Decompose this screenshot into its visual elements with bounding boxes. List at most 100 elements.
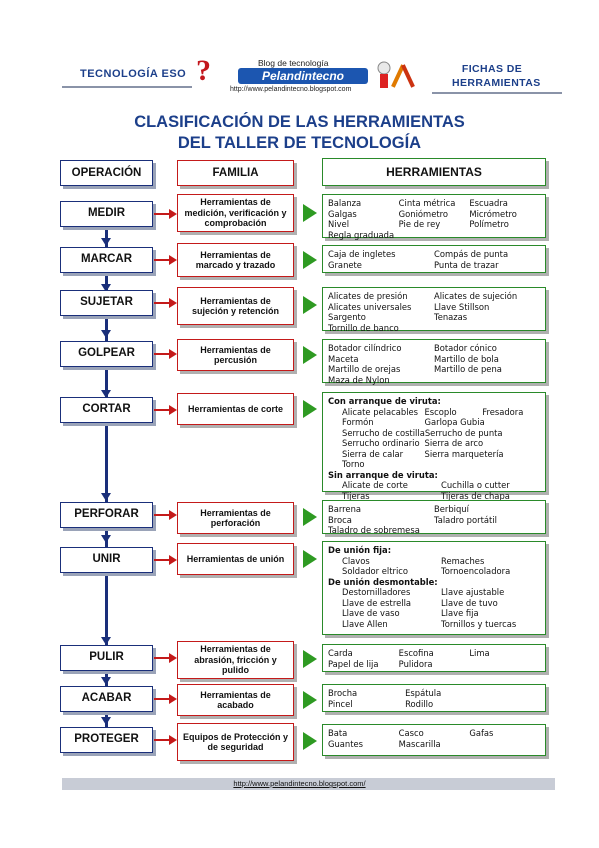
tool: Papel de lija <box>328 658 379 669</box>
tool: Fresadora <box>482 406 524 417</box>
connector <box>154 739 170 741</box>
tool: Maceta <box>328 353 359 364</box>
operation-marcar: MARCAR <box>60 247 153 273</box>
tool: Taladro de sobremesa <box>328 525 420 535</box>
logo-blog-label: Blog de tecnología <box>258 58 329 68</box>
tool: Carda <box>328 648 353 658</box>
tool: Escoplo <box>424 406 457 417</box>
family-golpear: Herramientas de percusión <box>177 339 294 371</box>
tool: Botador cilíndrico <box>328 343 402 353</box>
tool: Tornillo de banco <box>328 322 399 333</box>
red-arrow-icon <box>169 255 177 265</box>
tools-subheading: Sin arranque de viruta: <box>328 469 438 480</box>
tool: Lima <box>469 648 490 658</box>
tool: Cuchilla o cutter <box>441 480 510 490</box>
operation-acabar: ACABAR <box>60 686 153 712</box>
tool: Sierra de calar <box>342 448 404 459</box>
operation-cortar: CORTAR <box>60 397 153 423</box>
column-header-herramientas: HERRAMIENTAS <box>322 158 546 186</box>
tool: Llave Allen <box>342 618 388 629</box>
tools-cortar: Con arranque de viruta: Alicate pelacabl… <box>322 392 546 501</box>
tool: Micrómetro <box>469 208 517 219</box>
tool <box>469 739 540 750</box>
green-arrow-icon <box>303 550 317 568</box>
red-arrow-icon <box>169 405 177 415</box>
tool: Alicate pelacables <box>342 406 419 417</box>
tool: Serrucho de costilla <box>342 427 425 438</box>
tool: Llave fija <box>441 608 479 618</box>
header-sheet-title: FICHAS DE HERRAMIENTAS <box>452 62 540 90</box>
green-arrow-icon <box>303 732 317 750</box>
header-sheet-line1: FICHAS DE <box>461 63 523 75</box>
red-arrow-icon <box>169 298 177 308</box>
family-pulir: Herramientas de abrasión, fricción y pul… <box>177 641 294 679</box>
tool: Soldador eltrico <box>342 566 409 576</box>
tool: Garlopa Gubia <box>424 417 485 427</box>
tools-subheading: De unión desmontable: <box>328 576 438 587</box>
tool: Casco <box>398 728 424 738</box>
red-arrow-icon <box>169 510 177 520</box>
family-medir: Herramientas de medición, verificación y… <box>177 194 294 232</box>
green-arrow-icon <box>303 400 317 418</box>
green-arrow-icon <box>303 251 317 269</box>
operation-pulir: PULIR <box>60 645 153 671</box>
tool: Balanza <box>328 198 362 208</box>
tool: Tijeras <box>342 490 370 501</box>
tool: Regla graduada <box>328 229 395 240</box>
connector <box>154 559 170 561</box>
logo-url[interactable]: http://www.pelandintecno.blogspot.com <box>230 86 352 93</box>
tool: Alicates universales <box>328 301 412 312</box>
tool: Taladro portátil <box>434 514 497 525</box>
tool: Maza de Nylon <box>328 374 390 385</box>
tool: Goniómetro <box>398 208 449 219</box>
tool: Guantes <box>328 738 364 749</box>
flow-arrow-down-icon <box>101 717 111 725</box>
connector <box>154 514 170 516</box>
column-header-familia: FAMILIA <box>177 160 294 186</box>
tool: Tornillos y tuercas <box>441 618 517 629</box>
connector <box>154 213 170 215</box>
page-title-line2: DEL TALLER DE TECNOLOGÍA <box>177 134 422 152</box>
green-arrow-icon <box>303 346 317 364</box>
red-arrow-icon <box>169 349 177 359</box>
family-perforar: Herramientas de perforación <box>177 502 294 534</box>
family-acabar: Herramientas de acabado <box>177 684 294 716</box>
tool: Tenazas <box>434 312 468 322</box>
flow-line <box>105 224 108 731</box>
tool: Alicate de corte <box>342 480 408 490</box>
red-arrow-icon <box>169 555 177 565</box>
green-arrow-icon <box>303 508 317 526</box>
connector <box>154 259 170 261</box>
flow-arrow-down-icon <box>101 330 111 338</box>
flow-arrow-down-icon <box>101 390 111 398</box>
family-cortar: Herramientas de corte <box>177 393 294 425</box>
tool: Formón <box>342 417 374 427</box>
tool: Tijeras de chapa <box>441 490 510 501</box>
tool <box>469 659 540 670</box>
red-arrow-icon <box>169 653 177 663</box>
footer-link[interactable]: http://www.pelandintecno.blogspot.com/ <box>233 779 366 788</box>
header-subject: TECNOLOGÍA ESO <box>80 68 187 80</box>
header-divider-right <box>432 92 562 94</box>
tool: Punta de trazar <box>434 259 499 270</box>
tool: Granete <box>328 259 362 270</box>
tool: Serrucho de punta <box>424 427 503 438</box>
tool: Destornilladores <box>342 587 411 597</box>
tool: Gafas <box>469 728 494 738</box>
tool: Galgas <box>328 208 357 219</box>
tool: Alicates de sujeción <box>434 291 518 301</box>
red-arrow-icon <box>169 209 177 219</box>
tool: Mascarilla <box>398 738 441 749</box>
tool: Cinta métrica <box>398 198 456 208</box>
tool: Brocha <box>328 688 358 698</box>
tool: Broca <box>328 514 352 525</box>
tool: Polímetro <box>469 219 509 229</box>
tool: Caja de ingletes <box>328 249 396 259</box>
tool: Torno <box>342 459 365 469</box>
operation-unir: UNIR <box>60 547 153 573</box>
tool: Remaches <box>441 555 485 566</box>
